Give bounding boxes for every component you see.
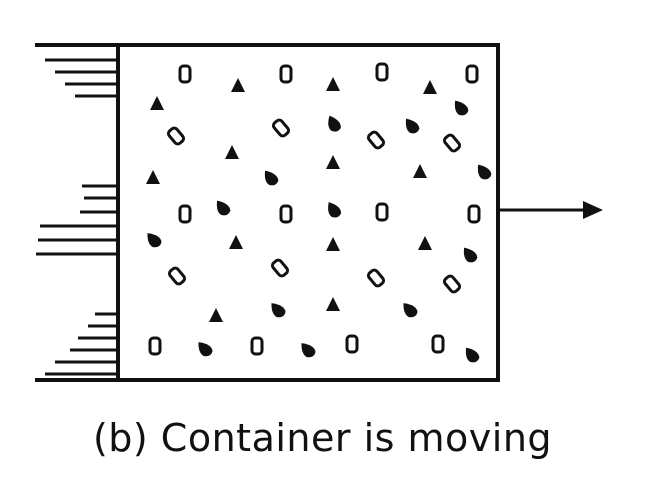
particle-drop [405, 118, 420, 134]
gas-particles [146, 62, 492, 363]
particle-drop [403, 303, 418, 318]
particle-drop [147, 233, 162, 248]
particle-drop [463, 247, 478, 263]
particle-drop [465, 347, 480, 363]
particle-triangle [326, 297, 340, 311]
particle-ring [271, 118, 291, 138]
particle-ring [166, 126, 186, 146]
particle-drop [328, 202, 342, 218]
motion-arrow [498, 201, 603, 219]
particle-drop [301, 343, 316, 358]
particle-ring [178, 64, 192, 84]
particle-drop [264, 170, 279, 186]
particle-ring [279, 204, 293, 224]
particle-ring [178, 204, 192, 224]
particle-triangle [418, 236, 432, 250]
particle-triangle [326, 77, 340, 91]
particle-ring [345, 334, 359, 354]
particle-drop [477, 164, 492, 180]
particle-triangle [423, 80, 437, 94]
particle-triangle [146, 170, 160, 184]
particle-ring [465, 64, 479, 84]
particle-triangle [326, 237, 340, 251]
particle-ring [279, 64, 293, 84]
particle-ring [442, 133, 462, 153]
container-diagram [35, 43, 603, 382]
particle-ring [148, 336, 162, 356]
pressure-hatch [36, 58, 118, 376]
particle-ring [375, 202, 389, 222]
particle-ring [431, 334, 445, 354]
particle-ring [167, 266, 187, 286]
particle-triangle [326, 155, 340, 169]
particle-ring [375, 62, 389, 82]
container-box [116, 43, 500, 382]
particle-triangle [209, 308, 223, 322]
particle-ring [442, 274, 462, 294]
particle-triangle [231, 78, 245, 92]
particle-drop [454, 100, 469, 116]
particle-ring [270, 258, 290, 278]
particle-ring [366, 130, 386, 150]
particle-drop [198, 342, 213, 357]
particle-ring [467, 204, 481, 224]
particle-triangle [225, 145, 239, 159]
particle-drop [328, 115, 341, 132]
particle-drop [271, 303, 286, 318]
particle-triangle [413, 164, 427, 178]
particle-triangle [150, 96, 164, 110]
particle-triangle [229, 235, 243, 249]
diagram-caption: (b) Container is moving [92, 416, 553, 460]
particle-ring [366, 268, 386, 288]
particle-ring [250, 336, 264, 356]
particle-drop [216, 200, 231, 216]
